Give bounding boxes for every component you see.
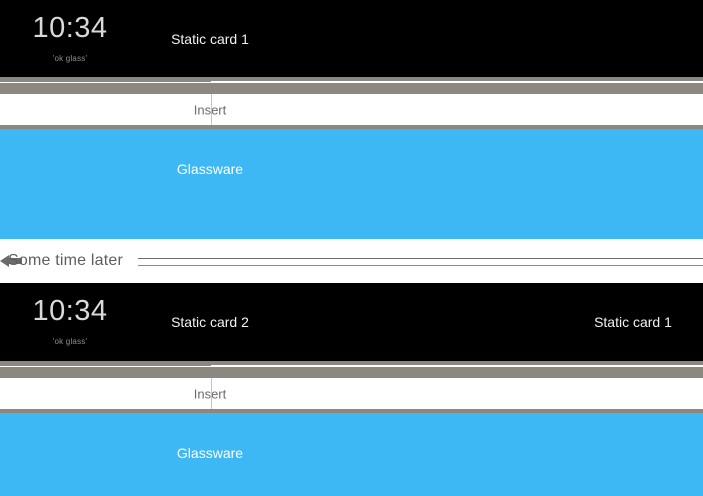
static-card-slot-1[interactable]: Static card 2 <box>171 314 249 330</box>
card-strip-after: 10:34 'ok glass' Static card 2 Static ca… <box>0 283 703 361</box>
glass-clock-after: 10:34 'ok glass' <box>0 283 140 361</box>
timeline-state-after: 10:34 'ok glass' Static card 2 Static ca… <box>0 283 703 416</box>
rail-upper-after <box>0 361 703 366</box>
glassware-band-after: Glassware <box>0 413 703 496</box>
insert-lane-before: Insert <box>0 94 703 125</box>
rail-hairline-right-after <box>211 365 703 366</box>
insert-seam-before <box>211 94 212 125</box>
clock-voice-hint: 'ok glass' <box>52 337 88 346</box>
left-arrow-icon <box>0 254 22 268</box>
glassware-label[interactable]: Glassware <box>176 445 244 461</box>
rail-lower-after <box>0 367 703 378</box>
glassware-label[interactable]: Glassware <box>176 161 244 177</box>
insert-seam-after <box>211 378 212 409</box>
some-time-later-separator: Some time later <box>0 239 703 283</box>
rail-hairline-right-before <box>211 81 703 82</box>
clock-time: 10:34 <box>32 12 108 44</box>
rail-hairline-left-after <box>0 366 211 367</box>
timeline-state-before: 10:34 'ok glass' Static card 1 Insert <box>0 0 703 132</box>
some-time-later-label: Some time later <box>8 252 124 269</box>
separator-rule-1 <box>138 258 703 259</box>
glass-clock-before: 10:34 'ok glass' <box>0 0 140 77</box>
rail-hairline-left-before <box>0 82 211 83</box>
rail-step-right-after <box>140 409 703 413</box>
rail-lower-before <box>0 83 703 94</box>
insert-label: Insert <box>193 102 227 117</box>
insert-lane-after: Insert <box>0 378 703 409</box>
rail-step-left-after <box>0 409 140 416</box>
rail-step-right-before <box>140 125 703 129</box>
rail-upper-before <box>0 77 703 82</box>
separator-rule-2 <box>138 265 703 266</box>
glassware-band-before: Glassware <box>0 129 703 239</box>
rail-step-left-before <box>0 125 140 132</box>
static-card-slot-1[interactable]: Static card 1 <box>171 30 249 47</box>
card-strip-before: 10:34 'ok glass' Static card 1 <box>0 0 703 77</box>
static-card-slot-2[interactable]: Static card 1 <box>594 314 672 330</box>
clock-time: 10:34 <box>32 295 108 327</box>
insert-label: Insert <box>193 386 227 401</box>
clock-voice-hint: 'ok glass' <box>52 54 88 63</box>
